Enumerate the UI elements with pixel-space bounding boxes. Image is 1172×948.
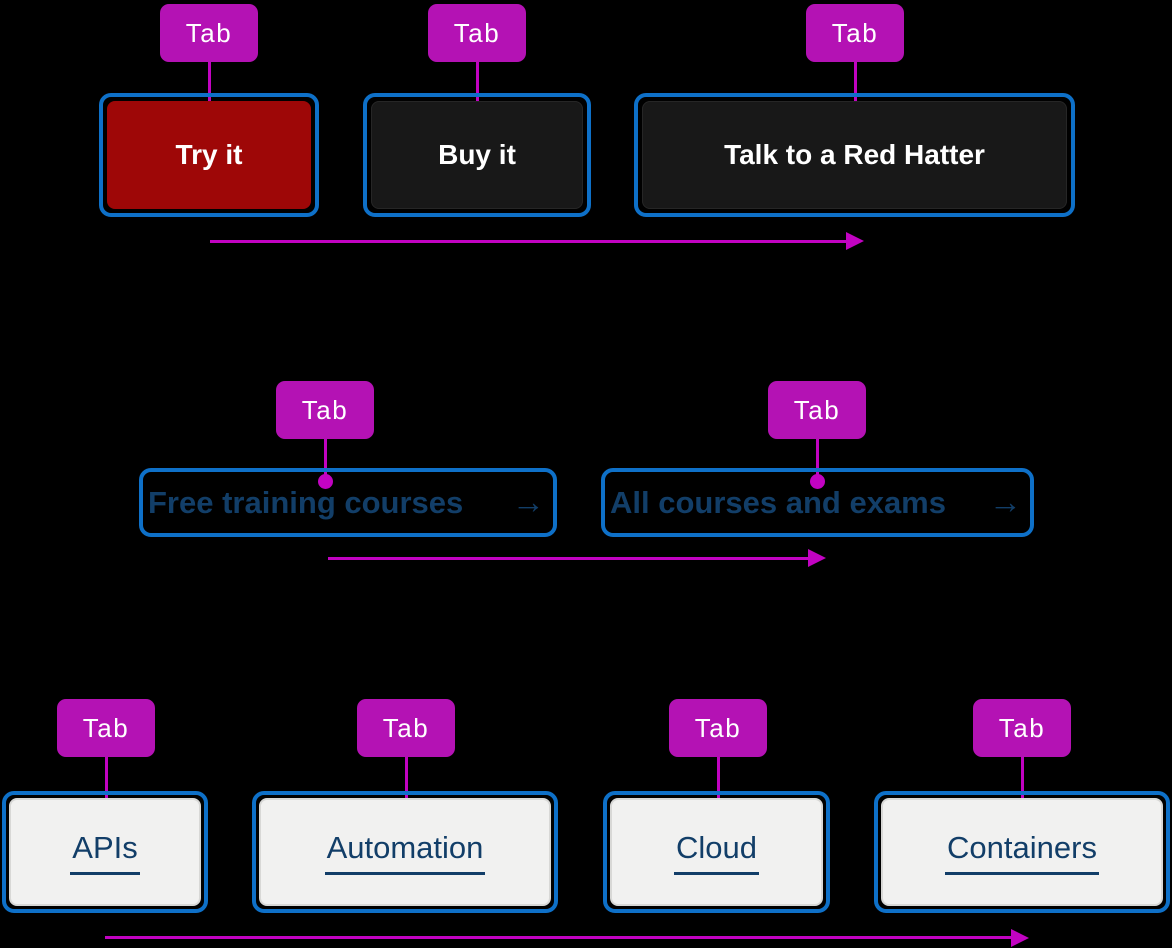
tab-key-label: Tab <box>301 394 349 425</box>
focus-ring-automation: Automation <box>252 791 558 913</box>
tab-key-chip: Tab <box>768 381 866 439</box>
cloud-card-label: Cloud <box>674 830 759 875</box>
tab-key-chip: Tab <box>57 699 155 757</box>
containers-card-label: Containers <box>945 830 1099 875</box>
automation-card-link[interactable]: Automation <box>259 798 551 906</box>
free-training-courses-link-label: Free training courses <box>148 484 464 520</box>
tab-flow-arrow-line <box>328 557 808 560</box>
apis-card-link[interactable]: APIs <box>9 798 201 906</box>
right-arrow-icon: → <box>512 482 545 520</box>
tab-flow-arrow-line <box>210 240 846 243</box>
tab-key-label: Tab <box>793 394 841 425</box>
tab-flow-arrow-head <box>808 549 826 567</box>
focus-ring-free-training-courses: Free training courses → <box>139 468 557 537</box>
focus-ring-try-it: Try it <box>99 93 319 217</box>
tab-key-label: Tab <box>382 712 430 743</box>
automation-card-label: Automation <box>324 830 486 875</box>
buy-it-button-label: Buy it <box>438 139 516 170</box>
focus-ring-containers: Containers <box>874 791 1170 913</box>
all-courses-and-exams-link[interactable]: All courses and exams → <box>605 472 1030 533</box>
focus-ring-buy-it: Buy it <box>363 93 591 217</box>
cloud-card-link[interactable]: Cloud <box>610 798 823 906</box>
tab-key-label: Tab <box>185 17 233 48</box>
tab-connector-dot <box>317 473 333 489</box>
buy-it-button[interactable]: Buy it <box>371 101 583 209</box>
focus-ring-talk-to-red-hatter: Talk to a Red Hatter <box>634 93 1075 217</box>
tab-connector-line <box>207 62 211 122</box>
focus-ring-apis: APIs <box>2 791 208 913</box>
free-training-courses-link[interactable]: Free training courses → <box>143 472 553 533</box>
tab-key-label: Tab <box>694 712 742 743</box>
try-it-button[interactable]: Try it <box>107 101 311 209</box>
tab-connector-dot <box>809 473 825 489</box>
tab-connector-line <box>853 62 857 122</box>
tab-connector-line <box>104 757 108 817</box>
focus-ring-all-courses-and-exams: All courses and exams → <box>601 468 1034 537</box>
apis-card-label: APIs <box>70 830 140 875</box>
tab-key-label: Tab <box>82 712 130 743</box>
tab-key-chip: Tab <box>276 381 374 439</box>
tab-key-label: Tab <box>998 712 1046 743</box>
all-courses-and-exams-link-label: All courses and exams <box>610 484 946 520</box>
tab-key-chip: Tab <box>669 699 767 757</box>
focus-ring-cloud: Cloud <box>603 791 830 913</box>
tab-flow-arrow-head <box>1011 928 1029 947</box>
tab-connector-line <box>716 757 720 817</box>
tab-key-label: Tab <box>831 17 879 48</box>
right-arrow-icon: → <box>989 482 1022 520</box>
tab-key-chip: Tab <box>806 4 904 62</box>
tab-connector-line <box>815 439 819 476</box>
tab-flow-arrow-head <box>846 232 864 250</box>
tab-flow-arrow-line <box>105 936 1011 939</box>
tab-key-chip: Tab <box>160 4 258 62</box>
tab-key-chip: Tab <box>357 699 455 757</box>
tab-connector-line <box>1020 757 1024 817</box>
tab-connector-line <box>475 62 479 122</box>
containers-card-link[interactable]: Containers <box>881 798 1163 906</box>
try-it-button-label: Try it <box>175 139 243 170</box>
tab-key-chip: Tab <box>973 699 1071 757</box>
tab-key-label: Tab <box>453 17 501 48</box>
tab-connector-line <box>323 439 327 476</box>
tab-connector-line <box>404 757 408 817</box>
tab-key-chip: Tab <box>428 4 526 62</box>
talk-to-red-hatter-button-label: Talk to a Red Hatter <box>724 139 985 170</box>
talk-to-red-hatter-button[interactable]: Talk to a Red Hatter <box>642 101 1067 209</box>
